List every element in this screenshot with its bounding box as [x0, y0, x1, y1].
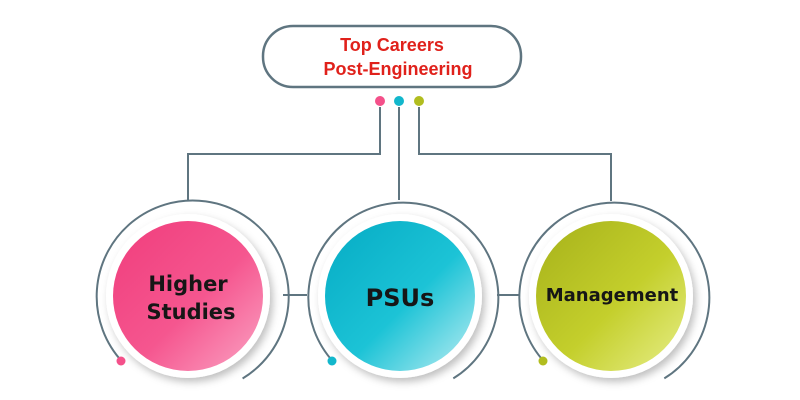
- node-label: PSUs: [366, 284, 435, 312]
- node-label-line-2: Studies: [146, 300, 235, 324]
- node-ring: [518, 201, 711, 380]
- pink-dot: [375, 96, 385, 106]
- node-disc: [325, 221, 475, 371]
- node-ring: [95, 199, 290, 380]
- pink-dot: [116, 356, 126, 366]
- connector-lines: [187, 107, 612, 296]
- title-line-1: Top Careers: [340, 35, 444, 55]
- title-line-2: Post-Engineering: [323, 59, 472, 79]
- node-psus: PSUs: [307, 201, 500, 380]
- node-management: Management: [518, 201, 711, 380]
- node-disc: [536, 221, 686, 371]
- node-higher-studies: Higher Studies: [95, 199, 290, 380]
- title-box: Top Careers Post-Engineering: [261, 24, 523, 89]
- connector-left: [187, 107, 381, 201]
- connector-right: [418, 107, 612, 201]
- node-ring: [307, 201, 500, 380]
- cyan-dot: [327, 356, 337, 366]
- node-label-line-1: Higher: [148, 272, 228, 296]
- node-label: Management: [546, 285, 679, 306]
- cyan-dot: [394, 96, 404, 106]
- olive-dot: [414, 96, 424, 106]
- node-disc: [113, 221, 263, 371]
- olive-dot: [538, 356, 548, 366]
